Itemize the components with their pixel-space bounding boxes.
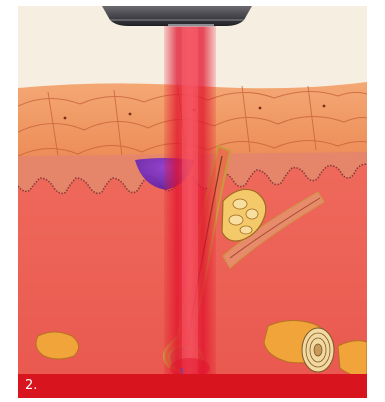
laser-handpiece [102, 6, 252, 27]
caption-number: 2. [25, 378, 37, 394]
caption-bar: 2. [18, 374, 367, 398]
pacinian-corpuscle [302, 328, 334, 372]
skin-diagram [18, 6, 367, 398]
laser-beam [164, 16, 216, 382]
illustration-frame: 2. [18, 6, 367, 398]
